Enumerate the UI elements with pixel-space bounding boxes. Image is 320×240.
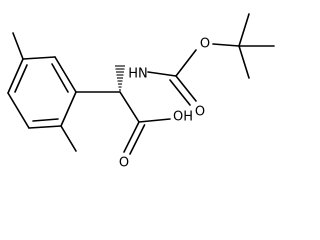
carboxyl-to-oh-bond xyxy=(138,118,171,123)
carboxyl-double-bond xyxy=(123,121,140,153)
carboxyl-double-bond xyxy=(129,124,146,155)
ether-to-tbutyl-bond xyxy=(212,43,240,47)
ring-bond xyxy=(22,56,56,60)
amine-label: HN xyxy=(128,67,148,82)
nitrogen-to-carbamate-bond xyxy=(147,71,177,77)
carbamate-double-bond xyxy=(169,79,191,106)
stereo-hash-wedge xyxy=(115,65,125,91)
ring-bond xyxy=(7,58,24,94)
tert-butyl-group xyxy=(238,13,275,79)
ring-bond xyxy=(60,91,77,127)
ring-double-bond-inner xyxy=(32,118,59,122)
alpha-to-carboxyl-bond xyxy=(119,91,140,123)
methyl-bond-top xyxy=(12,32,24,60)
acid-oxygen-label: O xyxy=(119,156,129,171)
carbamate-to-ether-bond xyxy=(175,49,197,77)
ring-bond xyxy=(28,125,62,129)
chemical-structure: HN O O OH O xyxy=(7,13,275,171)
ring-double-bond-inner xyxy=(14,64,28,93)
ring-double-bond-inner xyxy=(51,63,69,93)
tbutyl-methyl-bond xyxy=(238,13,250,47)
benzene-ring xyxy=(7,56,77,129)
carbamate-oxygen-label: O xyxy=(195,105,205,120)
carbamate-double-bond xyxy=(175,75,197,102)
methyl-bond-bottom xyxy=(60,125,77,152)
tbutyl-methyl-bond xyxy=(238,45,250,79)
ether-oxygen-label: O xyxy=(200,37,210,52)
ring-bond xyxy=(54,56,77,93)
hydroxyl-label: OH xyxy=(173,110,193,125)
ring-bond xyxy=(7,92,30,129)
